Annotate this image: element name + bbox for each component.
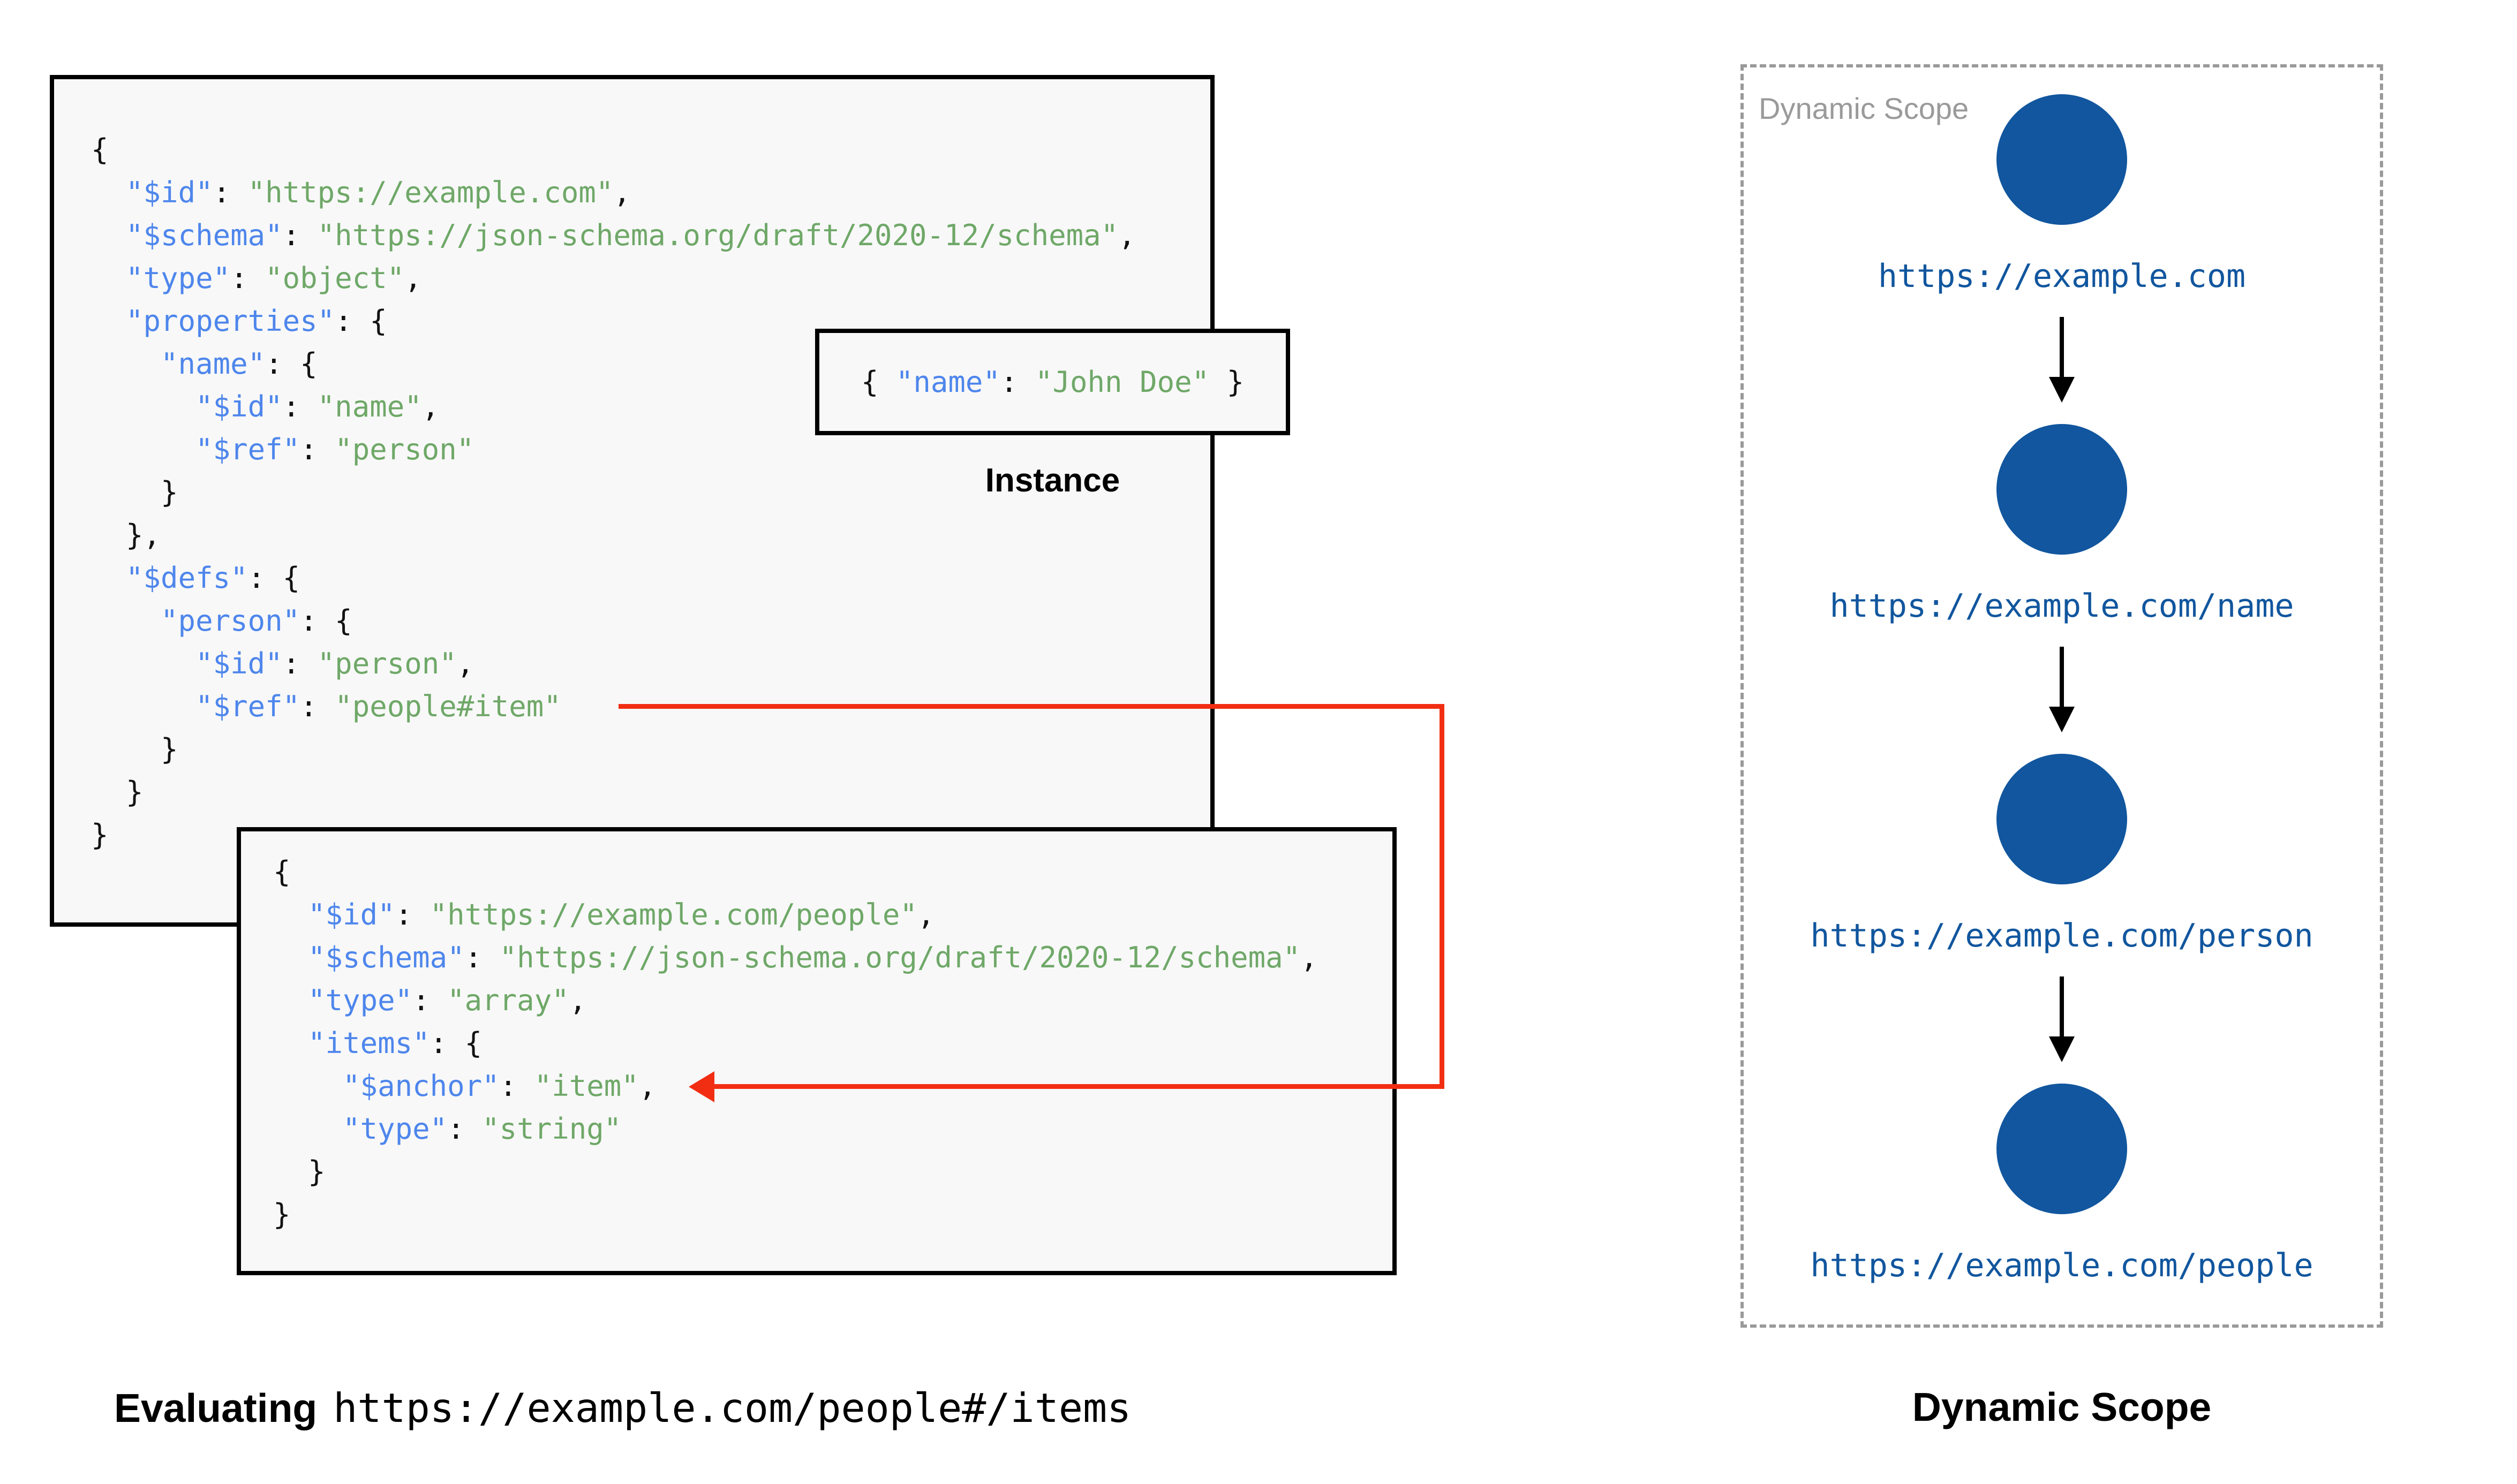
code-line: "type": "array",	[308, 983, 587, 1017]
dynamic-scope-caption: Dynamic Scope	[1912, 1384, 2212, 1429]
schema-node-uri: https://example.com	[1878, 258, 2246, 295]
code-line: }	[91, 775, 144, 809]
evaluating-caption: Evaluating https://example.com/people#/it…	[114, 1384, 1131, 1432]
dynamic-scope-panel-label: Dynamic Scope	[1759, 92, 1969, 125]
code-line: "$ref": "person"	[195, 433, 474, 466]
instance-box: { "name": "John Doe" }	[815, 329, 1290, 435]
code-line: }	[273, 1155, 326, 1188]
evaluating-caption-label: Evaluating	[114, 1385, 318, 1430]
code-line: "person": {	[161, 604, 352, 638]
down-arrow-icon	[2049, 317, 2075, 403]
code-line: }	[91, 732, 178, 766]
code-line: "$ref": "people#item"	[195, 690, 561, 723]
code-line: "type": "string"	[343, 1112, 622, 1146]
code-line: { "name": "John Doe" }	[861, 365, 1245, 399]
schema-node-circle	[1996, 754, 2127, 884]
code-line: }	[91, 475, 178, 509]
code-line: "type": "object",	[126, 261, 422, 295]
code-line: },	[91, 518, 161, 552]
ref-connector-line-right	[1440, 704, 1444, 1089]
code-line: "$defs": {	[126, 561, 300, 595]
code-line: "$anchor": "item",	[343, 1069, 657, 1103]
instance-label: Instance	[985, 462, 1120, 499]
code-line: "$id": "name",	[195, 390, 440, 423]
code-line: "$schema": "https://json-schema.org/draf…	[126, 218, 1136, 252]
code-line: "$schema": "https://json-schema.org/draf…	[308, 941, 1318, 974]
dynamic-scope-node-list: https://example.com https://example.com/n…	[1744, 94, 2380, 1285]
schema-node-circle	[1996, 94, 2127, 225]
schema-node-uri: https://example.com/people	[1810, 1247, 2313, 1284]
code-line: "$id": "person",	[195, 647, 474, 680]
people-schema-box: { "$id": "https://example.com/people", "…	[237, 827, 1397, 1275]
code-line: "items": {	[308, 1026, 483, 1060]
code-line: "name": {	[161, 347, 318, 381]
evaluating-caption-uri: https://example.com/people#/items	[333, 1384, 1132, 1432]
schema-node-circle	[1996, 424, 2127, 555]
down-arrow-icon	[2049, 647, 2075, 732]
ref-connector-line-bottom	[710, 1084, 1444, 1089]
schema-node-circle	[1996, 1084, 2127, 1214]
schema-node-uri: https://example.com/name	[1829, 587, 2294, 625]
code-line: {	[273, 855, 291, 889]
root-schema-box: { "$id": "https://example.com", "$schema…	[50, 75, 1215, 927]
root-schema-code: { "$id": "https://example.com", "$schema…	[54, 79, 1210, 857]
code-line: }	[91, 818, 109, 852]
instance-code: { "name": "John Doe" }	[861, 365, 1245, 399]
code-line: "$id": "https://example.com/people",	[308, 898, 935, 932]
code-line: {	[91, 133, 109, 166]
ref-connector-line-top	[619, 704, 1444, 709]
code-line: }	[273, 1198, 291, 1231]
down-arrow-icon	[2049, 976, 2075, 1062]
schema-node-uri: https://example.com/person	[1810, 917, 2313, 955]
red-arrowhead-icon	[689, 1071, 714, 1102]
code-line: "$id": "https://example.com",	[126, 176, 631, 209]
code-line: "properties": {	[126, 304, 387, 338]
people-schema-code: { "$id": "https://example.com/people", "…	[241, 831, 1392, 1236]
